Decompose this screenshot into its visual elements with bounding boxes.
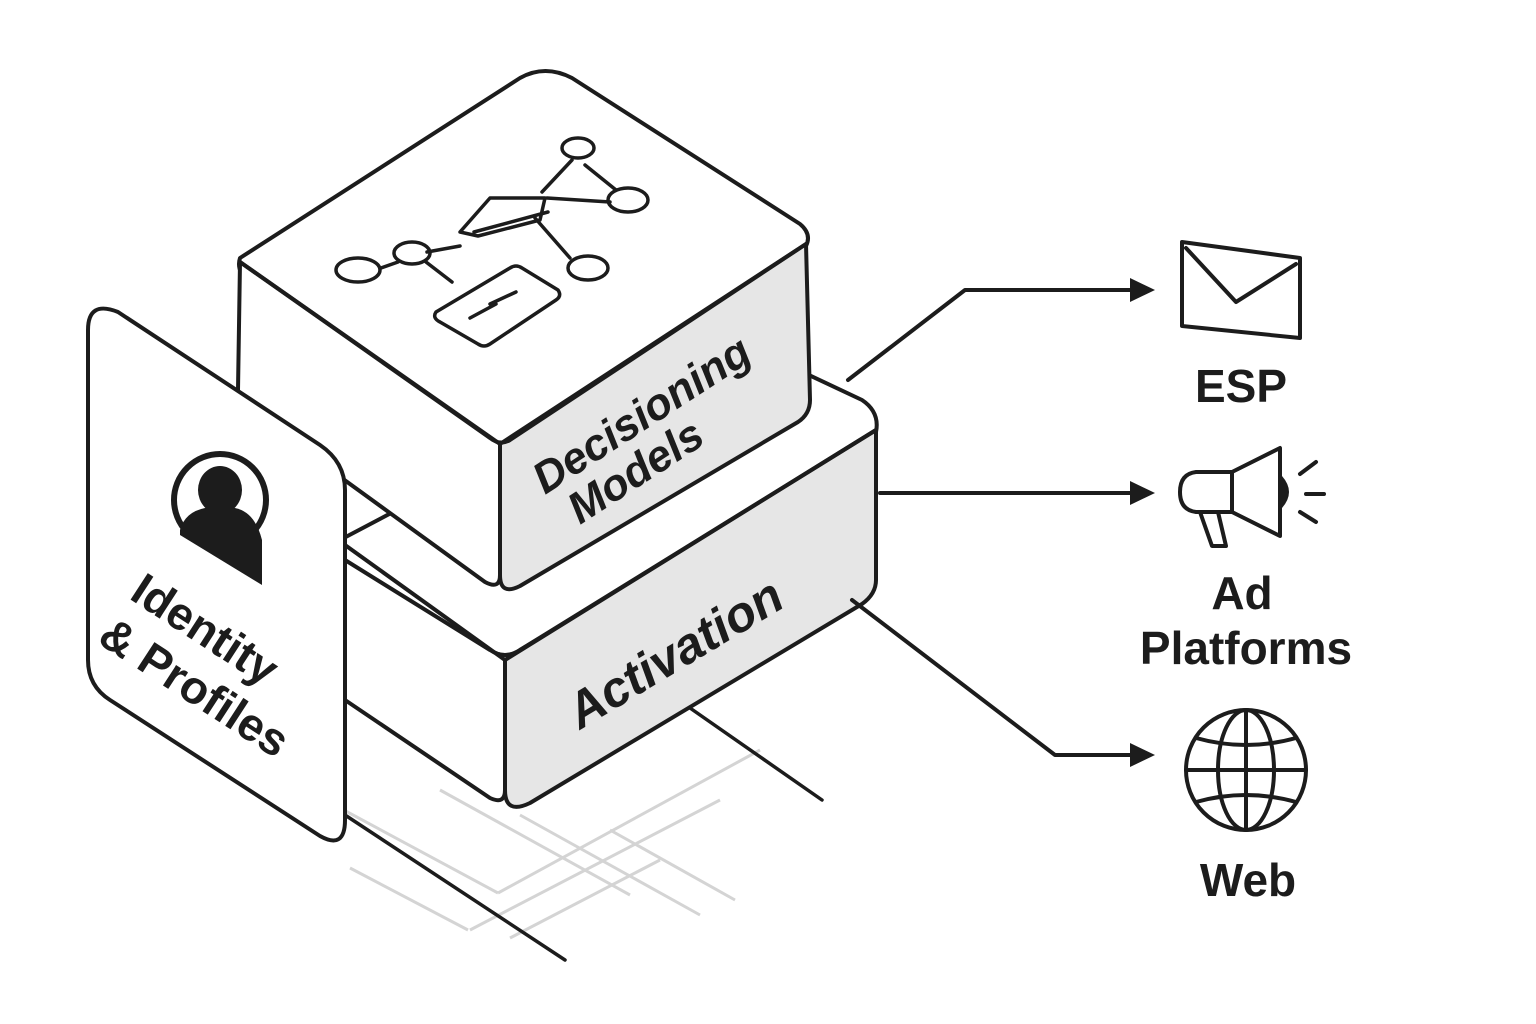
arrowhead-esp — [1130, 278, 1155, 302]
esp-label: ESP — [1195, 360, 1287, 412]
megaphone-icon — [1178, 446, 1326, 548]
network-icon — [334, 136, 650, 348]
connectors — [846, 278, 1155, 767]
decisioning-block: Decisioning Models — [236, 69, 812, 592]
arrowhead-web — [1130, 743, 1155, 767]
identity-panel: Identity & Profiles — [86, 306, 347, 843]
globe-icon — [1184, 708, 1308, 832]
user-profile-icon — [171, 451, 269, 585]
ads-label-line2: Platforms — [1140, 622, 1352, 674]
floor-grid — [339, 706, 824, 962]
channel-esp: ESP — [1180, 240, 1302, 412]
arrow-to-esp — [846, 288, 1132, 382]
ads-label-line1: Ad — [1211, 567, 1272, 619]
channel-ads: Ad Platforms — [1140, 446, 1352, 674]
channel-web: Web — [1184, 708, 1308, 906]
arrowhead-ads — [1130, 481, 1155, 505]
web-label: Web — [1200, 854, 1296, 906]
arrow-to-web — [850, 598, 1132, 757]
envelope-icon — [1180, 240, 1302, 340]
